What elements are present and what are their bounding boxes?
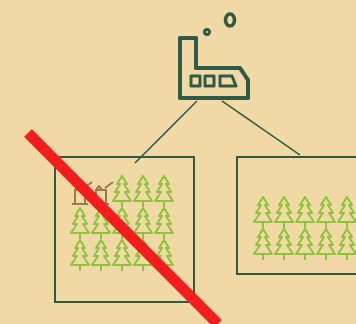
pine-tree-icon xyxy=(337,228,356,260)
pine-tree-icon xyxy=(133,207,153,239)
forest-region-right xyxy=(236,156,356,275)
pine-tree-icon xyxy=(274,196,294,228)
forest-right-trees xyxy=(253,196,356,260)
pine-tree-icon xyxy=(295,196,315,228)
forest-region-left xyxy=(54,156,195,303)
forest-left-trees xyxy=(70,175,174,271)
cross-out-line xyxy=(24,129,222,324)
pine-tree-icon xyxy=(91,239,111,271)
pine-tree-icon xyxy=(112,175,132,207)
smoke-puff-small xyxy=(203,28,211,36)
pine-tree-icon xyxy=(295,228,315,260)
connector-line-left xyxy=(134,100,198,164)
pine-tree-icon xyxy=(337,196,356,228)
factory-icon xyxy=(178,12,250,100)
pine-tree-icon xyxy=(70,207,90,239)
connector-line-right xyxy=(221,100,301,156)
pine-tree-icon xyxy=(274,228,294,260)
pine-tree-icon xyxy=(316,196,336,228)
pine-tree-icon xyxy=(133,175,153,207)
pine-tree-icon xyxy=(70,239,90,271)
pine-tree-icon xyxy=(154,207,174,239)
pine-tree-icon xyxy=(253,196,273,228)
pine-tree-icon xyxy=(316,228,336,260)
smoke-puff-large xyxy=(223,12,237,28)
pine-tree-icon xyxy=(253,228,273,260)
pine-tree-icon xyxy=(154,175,174,207)
pine-tree-icon xyxy=(112,239,132,271)
